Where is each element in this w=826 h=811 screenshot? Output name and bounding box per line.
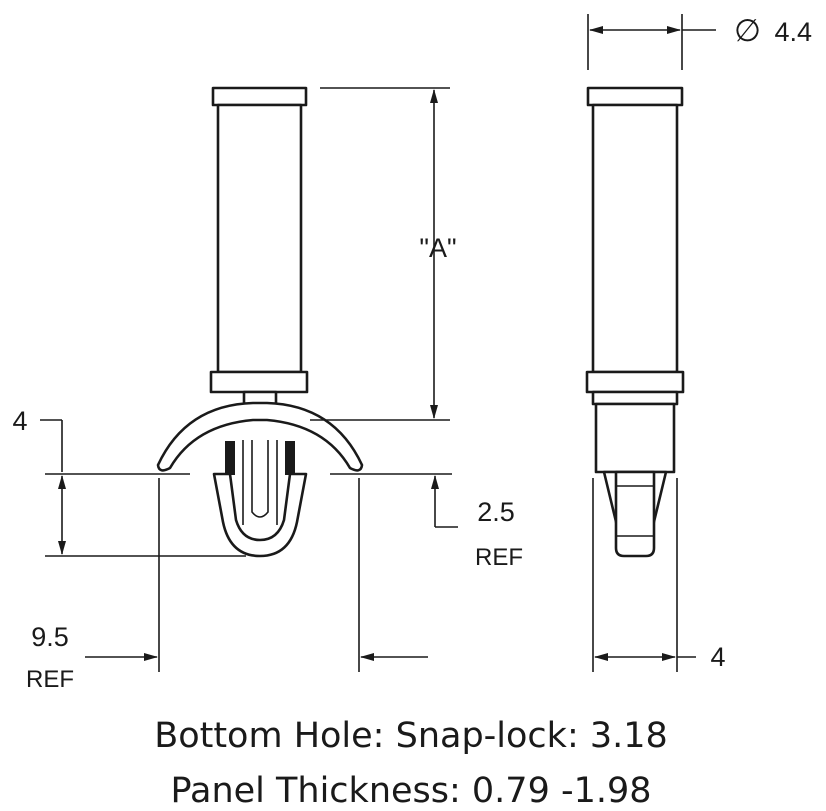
- front-snap-lock: [212, 472, 308, 558]
- diameter-icon: ∅: [734, 13, 761, 48]
- side-snap-tip: [614, 470, 656, 558]
- dim-a-label: "A": [419, 233, 456, 263]
- dim-diameter-label: ∅ 4.4: [734, 13, 812, 48]
- dim-snap-depth-label: 2.5: [477, 497, 515, 527]
- spec-bottom-hole: Bottom Hole: Snap-lock: 3.18: [154, 716, 668, 756]
- side-neck: [594, 402, 676, 474]
- side-view: [585, 86, 685, 558]
- front-dimensions: "A" 4 2.5 REF 9.5 REF: [12, 87, 523, 693]
- front-barb-left: [225, 441, 235, 475]
- spec-panel-thickness: Panel Thickness: 0.79 -1.98: [170, 771, 651, 811]
- dim-side-width-label: 4: [710, 642, 725, 672]
- front-barb-right: [285, 441, 295, 475]
- side-body: [591, 390, 679, 406]
- dim-width-ref: REF: [26, 666, 74, 693]
- side-top-cap: [586, 86, 684, 107]
- dim-width-label: 9.5: [31, 622, 69, 652]
- side-dimensions: ∅ 4.4 4: [587, 13, 812, 672]
- front-view: [156, 86, 364, 558]
- side-tube: [591, 103, 679, 374]
- front-slot-inner: [251, 440, 269, 518]
- front-arc-spring: [156, 401, 364, 472]
- dim-top-offset-label: 4: [12, 406, 27, 436]
- front-collar: [209, 370, 309, 394]
- front-tube: [216, 103, 303, 374]
- dim-snap-depth-ref: REF: [475, 544, 523, 571]
- side-collar: [585, 370, 685, 394]
- front-top-cap: [211, 86, 308, 107]
